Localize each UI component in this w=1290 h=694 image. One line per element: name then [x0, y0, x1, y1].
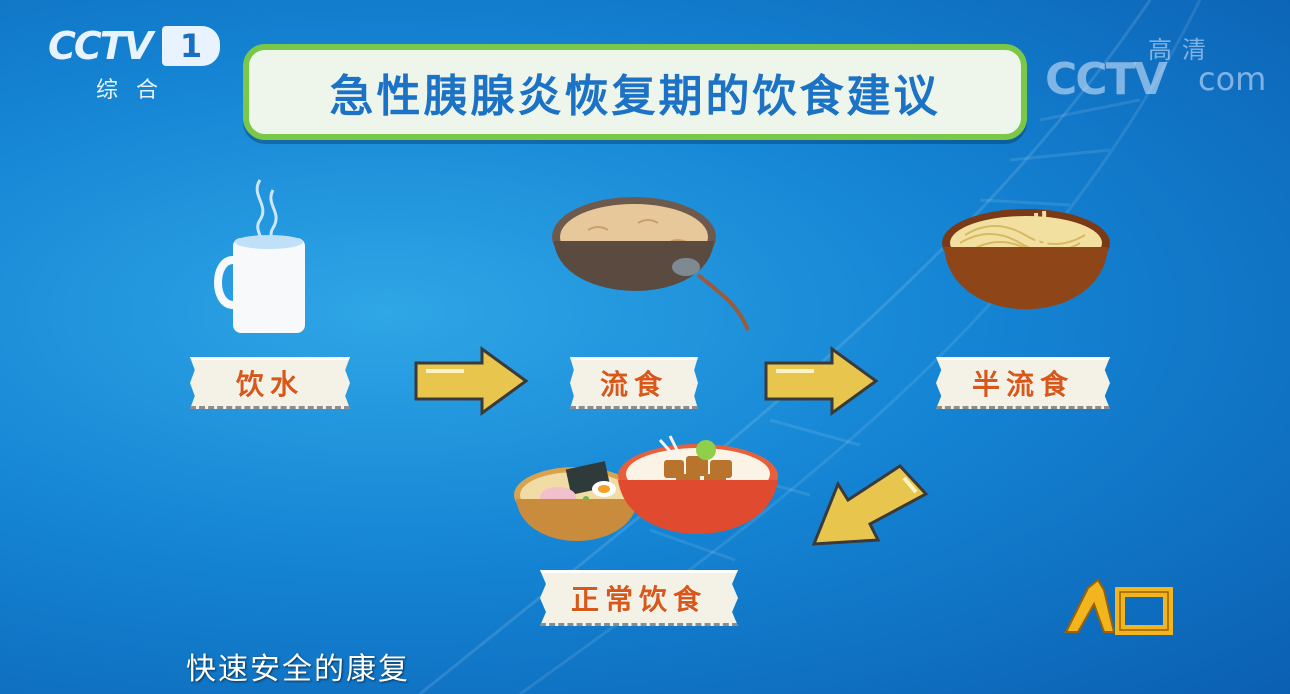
channel-number: 1 [162, 26, 220, 66]
ramen-bowl-icon [514, 461, 638, 541]
show-logo [1064, 578, 1173, 635]
step-label-water: 饮水 [190, 357, 350, 409]
subtitle-caption: 快速安全的康复 [186, 652, 410, 687]
watermark-domain: com [1198, 60, 1267, 98]
watermark-logo: CCTV [1045, 54, 1168, 105]
page-title: 急性胰腺炎恢复期的饮食建议 [329, 71, 941, 122]
arrow-right-icon [764, 346, 879, 416]
step-label-liquid: 流食 [570, 357, 698, 409]
step-label-semi-liquid: 半流食 [936, 357, 1110, 409]
channel-name: 综合 [96, 78, 177, 103]
step-label-normal: 正常饮食 [540, 570, 738, 626]
arrow-right-icon [414, 346, 529, 416]
cup-icon [214, 179, 305, 333]
noodle-bowl-icon [942, 209, 1110, 310]
title-banner: 急性胰腺炎恢复期的饮食建议 [243, 44, 1027, 140]
channel-logo: CCTV [48, 24, 153, 68]
arrow-down-left-icon [811, 464, 929, 546]
rice-bowl-icon [618, 435, 778, 534]
watermark-hd-label: 高清 [1148, 36, 1216, 64]
porridge-bowl-icon [552, 197, 750, 331]
